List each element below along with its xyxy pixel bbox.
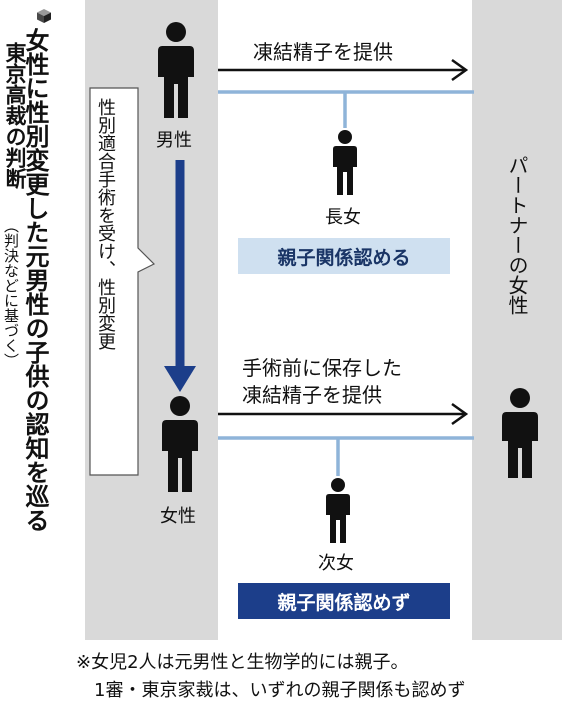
footnote-line-1: ※女児2人は元男性と生物学的には親子。 bbox=[76, 652, 409, 673]
female-person-icon bbox=[162, 396, 198, 492]
transfer-label-2-line1: 手術前に保存した bbox=[242, 356, 402, 380]
elder-daughter-label: 長女 bbox=[325, 207, 361, 228]
source-note: （判決などに基づく） bbox=[2, 218, 20, 368]
elder-daughter-icon bbox=[333, 130, 357, 195]
transfer-arrow-2-head bbox=[451, 402, 469, 426]
male-label: 男性 bbox=[156, 130, 192, 151]
partner-label: パートナーの女性 bbox=[505, 155, 529, 315]
partner-person-icon bbox=[502, 388, 538, 478]
ruling-badge-recognized: 親子関係認める bbox=[238, 238, 450, 274]
right-column-background bbox=[472, 0, 562, 640]
younger-daughter-icon bbox=[326, 478, 350, 543]
page-title: 女性に性別変更した元男性の子供の認知を巡る bbox=[21, 28, 49, 532]
transfer-label-2-line2: 凍結精子を提供 bbox=[242, 383, 382, 407]
page-subtitle: 東京高裁の判断 bbox=[3, 42, 27, 189]
ruling-badge-not-recognized: 親子関係認めず bbox=[238, 583, 450, 619]
callout-text: 性別適合手術を受け、性別変更 bbox=[95, 98, 116, 350]
cube-icon bbox=[37, 9, 51, 23]
male-person-icon bbox=[158, 22, 194, 118]
female-label: 女性 bbox=[160, 506, 196, 527]
footnote-line-2: 1審・東京家裁は、いずれの親子関係も認めず bbox=[94, 680, 466, 701]
transfer-arrow-1-head bbox=[451, 58, 469, 82]
transfer-label-1: 凍結精子を提供 bbox=[253, 40, 393, 64]
younger-daughter-label: 次女 bbox=[318, 553, 354, 574]
